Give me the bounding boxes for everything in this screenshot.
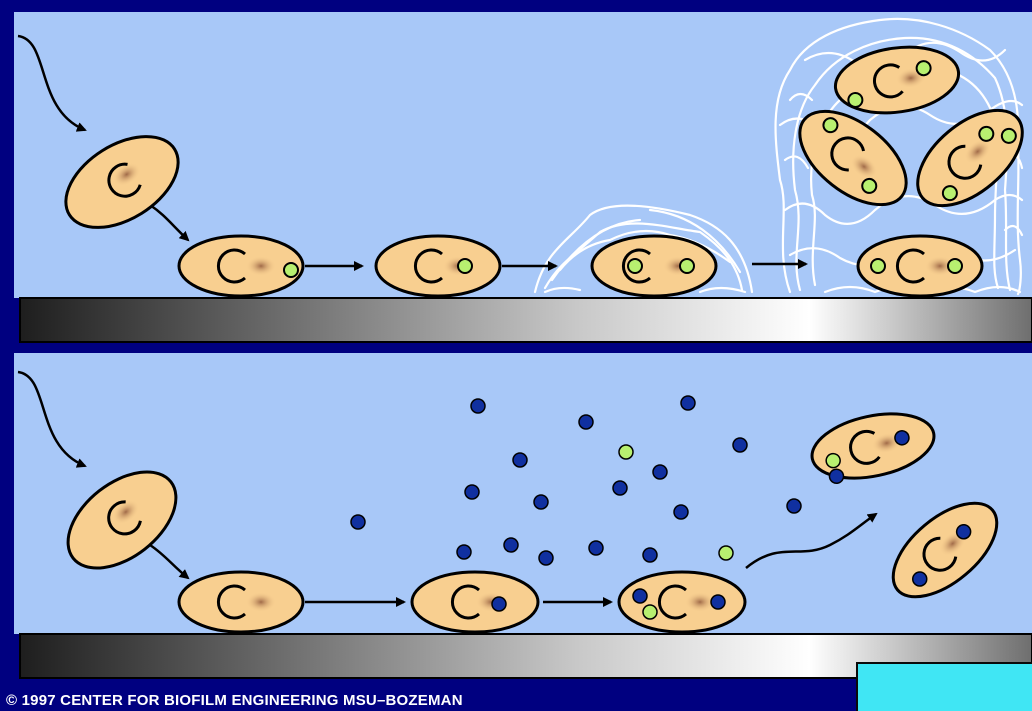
bacterium-icon — [619, 572, 745, 632]
corner-box — [856, 662, 1032, 711]
signal-molecule-icon — [680, 259, 694, 273]
signal-molecule-icon — [674, 505, 688, 519]
signal-molecule-icon — [471, 399, 485, 413]
signal-molecule-icon — [628, 259, 642, 273]
bacterium-icon — [858, 236, 982, 296]
signal-molecule-icon — [653, 465, 667, 479]
signal-molecule-icon — [351, 515, 365, 529]
bacterium-icon — [412, 572, 538, 632]
signal-molecule-icon — [733, 438, 747, 452]
signal-molecule-icon — [787, 499, 801, 513]
bottom-panel — [14, 353, 1032, 678]
top-panel — [14, 12, 1032, 342]
signal-molecule-icon — [948, 259, 962, 273]
signal-molecule-icon — [643, 605, 657, 619]
signal-molecule-icon — [539, 551, 553, 565]
signal-molecule-icon — [681, 396, 695, 410]
signal-molecule-icon — [711, 595, 725, 609]
signal-molecule-icon — [492, 597, 506, 611]
signal-molecule-icon — [633, 589, 647, 603]
top-surface-substratum — [20, 298, 1032, 342]
bacterium-icon — [592, 236, 716, 296]
signal-molecule-icon — [458, 259, 472, 273]
bacterium-icon — [179, 236, 303, 296]
signal-molecule-icon — [719, 546, 733, 560]
signal-molecule-icon — [504, 538, 518, 552]
signal-molecule-icon — [284, 263, 298, 277]
signal-molecule-icon — [589, 541, 603, 555]
signal-molecule-icon — [619, 445, 633, 459]
bacterium-icon — [179, 572, 303, 632]
signal-molecule-icon — [465, 485, 479, 499]
bacterium-icon — [376, 236, 500, 296]
signal-molecule-icon — [871, 259, 885, 273]
signal-molecule-icon — [643, 548, 657, 562]
signal-molecule-icon — [534, 495, 548, 509]
signal-molecule-icon — [613, 481, 627, 495]
signal-molecule-icon — [457, 545, 471, 559]
copyright-text: © 1997 CENTER FOR BIOFILM ENGINEERING MS… — [6, 692, 463, 709]
signal-molecule-icon — [847, 92, 863, 108]
signal-molecule-icon — [916, 60, 932, 76]
signal-molecule-icon — [513, 453, 527, 467]
signal-molecule-icon — [579, 415, 593, 429]
